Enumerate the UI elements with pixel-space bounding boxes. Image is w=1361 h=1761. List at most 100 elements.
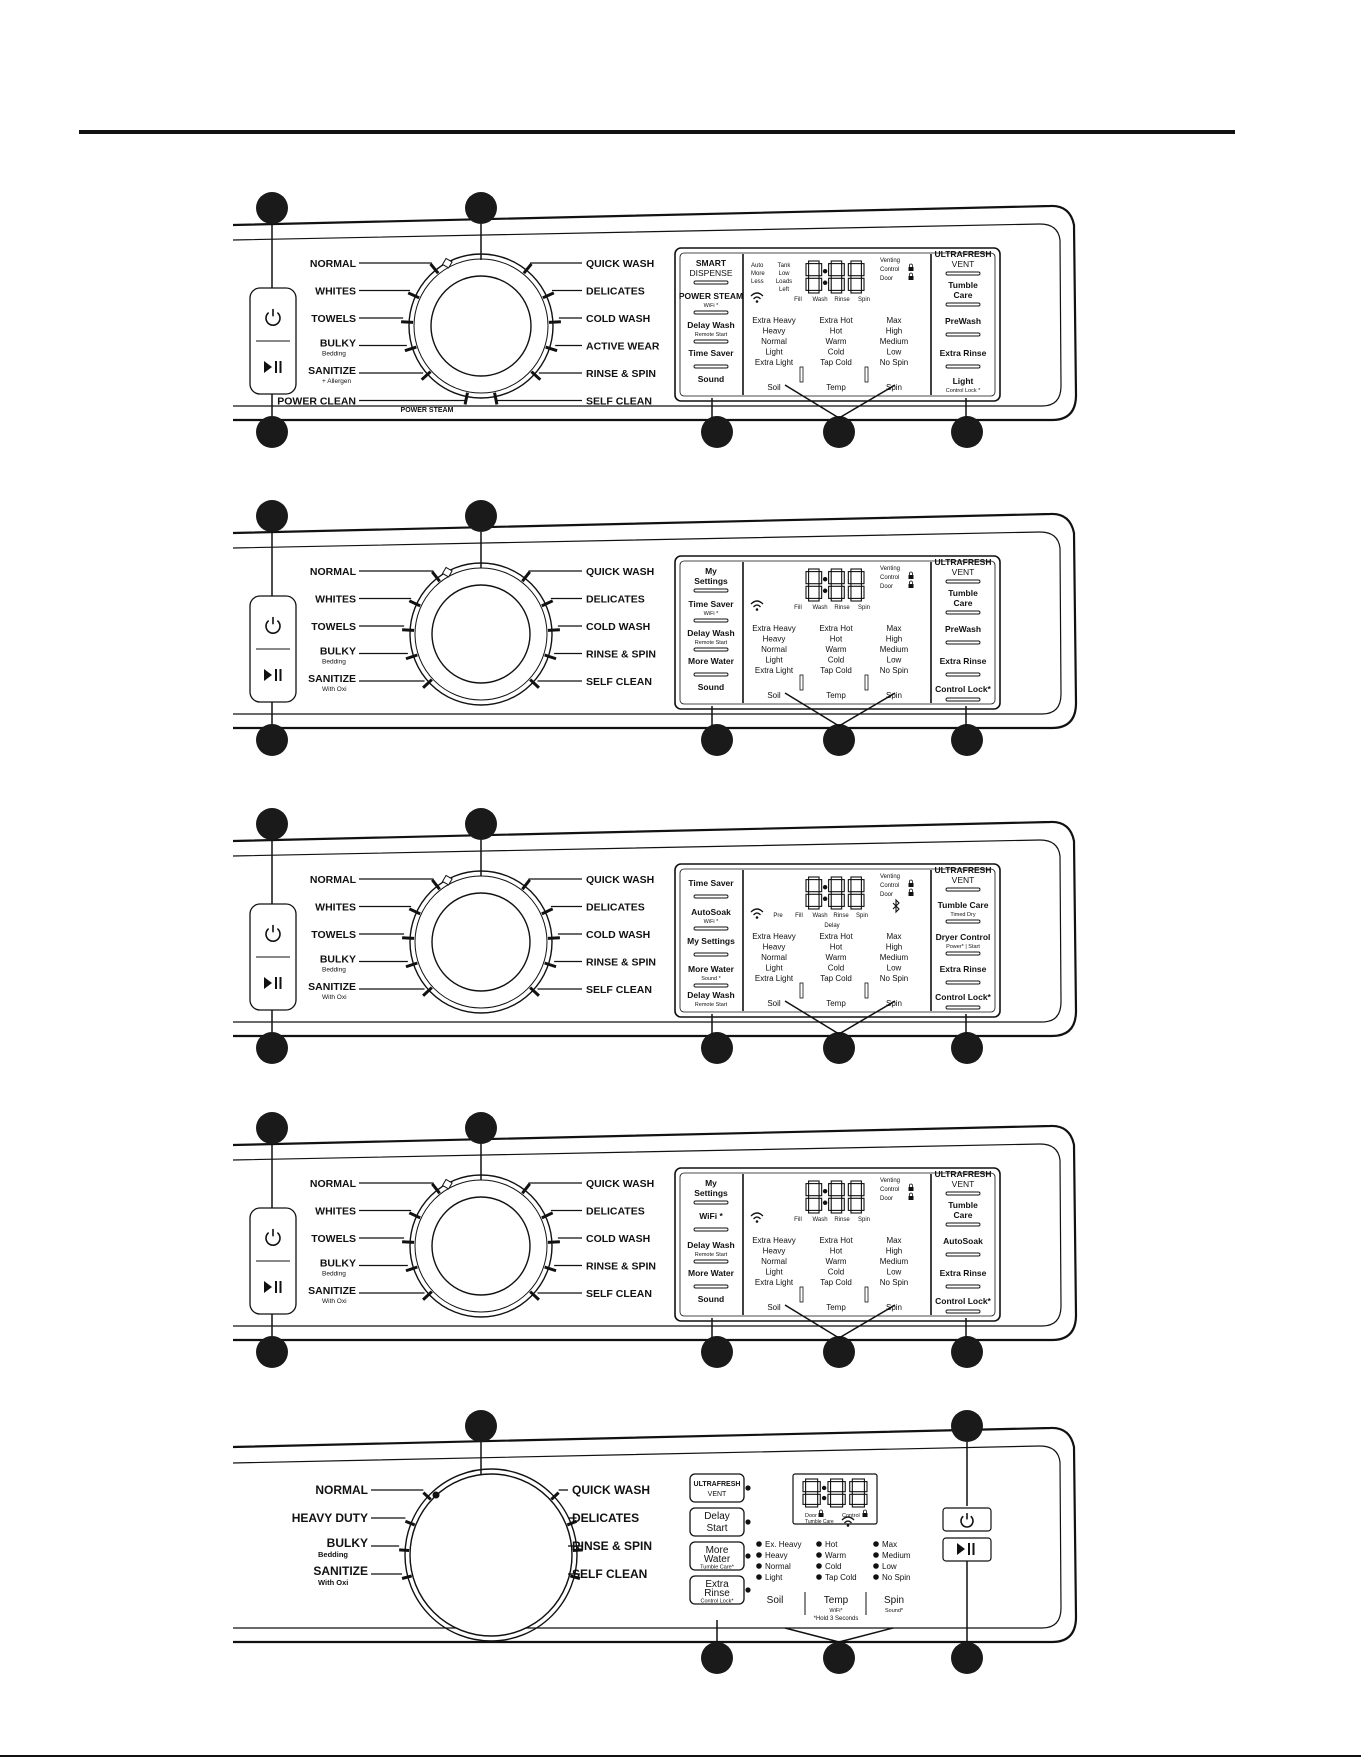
option-label[interactable]: My Settings bbox=[687, 936, 735, 946]
modifier-button-label[interactable]: Soil bbox=[767, 383, 781, 392]
cycle-label-right[interactable]: QUICK WASH bbox=[586, 1178, 654, 1190]
start-pause-button[interactable] bbox=[252, 1263, 294, 1312]
cycle-label-right[interactable]: COLD WASH bbox=[586, 929, 650, 941]
option-label[interactable]: Tumble bbox=[948, 280, 978, 290]
option-label[interactable]: More Water bbox=[688, 1268, 735, 1278]
option-button[interactable]: ULTRAFRESH VENT bbox=[689, 1473, 751, 1503]
modifier-button-label[interactable]: Temp bbox=[826, 1303, 846, 1312]
cycle-label-left[interactable]: HEAVY DUTY bbox=[292, 1511, 368, 1525]
option-label[interactable]: ULTRAFRESH bbox=[935, 865, 992, 875]
option-label[interactable]: Tumble bbox=[948, 1200, 978, 1210]
cycle-label-right[interactable]: SELF CLEAN bbox=[572, 1567, 647, 1581]
option-label[interactable]: Time Saver bbox=[688, 348, 734, 358]
start-pause-button[interactable] bbox=[252, 651, 294, 700]
cycle-label-right[interactable]: DELICATES bbox=[586, 286, 645, 298]
cycle-label-left[interactable]: SANITIZE bbox=[308, 365, 356, 377]
cycle-label-left[interactable]: WHITES bbox=[315, 902, 356, 914]
modifier-button-label[interactable]: Soil bbox=[767, 691, 781, 700]
option-label[interactable]: VENT bbox=[952, 567, 975, 577]
power-button[interactable] bbox=[252, 1210, 294, 1259]
cycle-label-left[interactable]: POWER CLEAN bbox=[277, 396, 356, 408]
option-label[interactable]: My bbox=[705, 1178, 717, 1188]
modifier-button-label[interactable]: Temp bbox=[824, 1595, 849, 1606]
option-button-right[interactable]: Extra Rinse bbox=[940, 964, 987, 985]
cycle-label-left[interactable]: SANITIZE bbox=[308, 981, 356, 993]
option-button-right[interactable]: Control Lock* bbox=[935, 684, 992, 702]
start-pause-button[interactable] bbox=[252, 959, 294, 1008]
option-label[interactable]: AutoSoak bbox=[691, 907, 731, 917]
option-label[interactable]: Delay Wash bbox=[687, 990, 734, 1000]
option-label[interactable]: ULTRAFRESH bbox=[935, 249, 992, 259]
option-label[interactable]: VENT bbox=[708, 1491, 727, 1498]
cycle-label-right[interactable]: QUICK WASH bbox=[572, 1483, 650, 1497]
cycle-label-right[interactable]: QUICK WASH bbox=[586, 258, 654, 270]
modifier-button-label[interactable]: Temp bbox=[826, 383, 846, 392]
modifier-button-label[interactable]: Spin bbox=[886, 691, 902, 700]
cycle-label-right[interactable]: RINSE & SPIN bbox=[586, 368, 656, 380]
cycle-label-left[interactable]: BULKY bbox=[320, 1258, 356, 1270]
option-label[interactable]: WiFi * bbox=[699, 1211, 723, 1221]
modifier-button-label[interactable]: Soil bbox=[767, 999, 781, 1008]
option-button-right[interactable]: Extra Rinse bbox=[940, 348, 987, 369]
modifier-button-label[interactable]: Spin bbox=[884, 1595, 904, 1606]
option-label[interactable]: Sound bbox=[698, 1294, 724, 1304]
cycle-label-right[interactable]: QUICK WASH bbox=[586, 566, 654, 578]
cycle-selector-dial[interactable] bbox=[402, 1174, 560, 1318]
start-pause-button[interactable] bbox=[252, 343, 294, 392]
option-label[interactable]: ULTRAFRESH bbox=[935, 1169, 992, 1179]
cycle-selector-dial[interactable] bbox=[401, 253, 561, 405]
option-label[interactable]: ULTRAFRESH bbox=[694, 1481, 741, 1488]
option-label[interactable]: My bbox=[705, 566, 717, 576]
cycle-label-left[interactable]: NORMAL bbox=[310, 874, 357, 886]
option-button-right[interactable]: AutoSoak bbox=[943, 1236, 983, 1257]
cycle-label-left[interactable]: NORMAL bbox=[310, 258, 357, 270]
option-label[interactable]: Control Lock* bbox=[935, 684, 991, 694]
cycle-label-right[interactable]: DELICATES bbox=[586, 1206, 645, 1218]
option-label[interactable]: Sound bbox=[698, 682, 724, 692]
option-label[interactable]: Care bbox=[954, 290, 973, 300]
option-button-right[interactable]: Extra Rinse bbox=[940, 1268, 987, 1289]
option-label[interactable]: Water bbox=[704, 1554, 731, 1565]
cycle-label-right[interactable]: COLD WASH bbox=[586, 313, 650, 325]
cycle-label-right[interactable]: RINSE & SPIN bbox=[572, 1539, 652, 1553]
option-label[interactable]: VENT bbox=[952, 875, 975, 885]
cycle-label-left[interactable]: SANITIZE bbox=[313, 1564, 368, 1578]
cycle-label-left[interactable]: WHITES bbox=[315, 594, 356, 606]
option-label[interactable]: Extra Rinse bbox=[940, 348, 987, 358]
option-label[interactable]: DISPENSE bbox=[690, 268, 733, 278]
cycle-selector-dial[interactable] bbox=[399, 1468, 583, 1642]
option-label[interactable]: AutoSoak bbox=[943, 1236, 983, 1246]
start-pause-button[interactable] bbox=[942, 1537, 992, 1562]
option-label[interactable]: VENT bbox=[952, 1179, 975, 1189]
option-label[interactable]: Time Saver bbox=[688, 599, 734, 609]
option-label[interactable]: Care bbox=[954, 1210, 973, 1220]
cycle-label-right[interactable]: SELF CLEAN bbox=[586, 1288, 652, 1300]
power-button[interactable] bbox=[942, 1507, 992, 1532]
option-label[interactable]: Tumble Care bbox=[938, 900, 989, 910]
option-label[interactable]: Dryer Control bbox=[936, 932, 991, 942]
option-label[interactable]: Extra Rinse bbox=[940, 1268, 987, 1278]
cycle-label-right[interactable]: DELICATES bbox=[586, 594, 645, 606]
option-label[interactable]: Delay Wash bbox=[687, 1240, 734, 1250]
cycle-label-right[interactable]: COLD WASH bbox=[586, 1233, 650, 1245]
option-label[interactable]: Settings bbox=[694, 576, 728, 586]
cycle-label-left[interactable]: BULKY bbox=[320, 646, 356, 658]
cycle-label-right[interactable]: SELF CLEAN bbox=[586, 396, 652, 408]
option-label[interactable]: More bbox=[706, 1545, 729, 1556]
